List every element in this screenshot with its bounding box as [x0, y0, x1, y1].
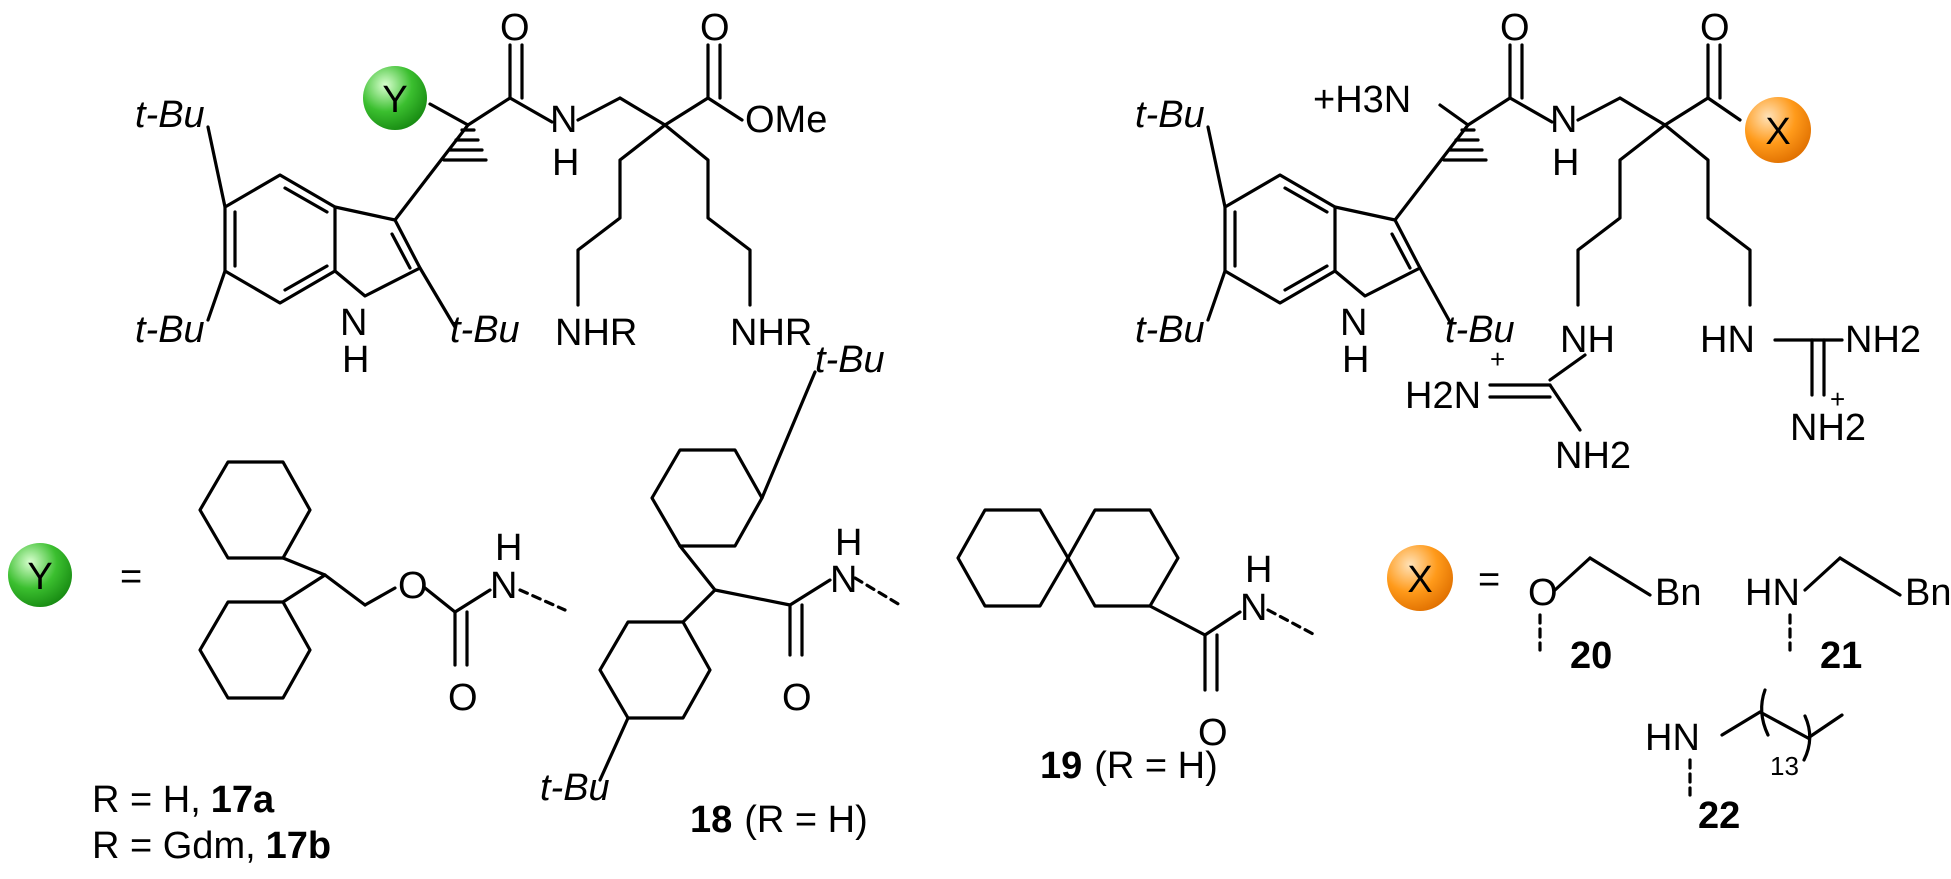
y-ball: [363, 66, 427, 130]
tbu-label: t-Bu: [135, 94, 205, 136]
repeat-count: 13: [1770, 751, 1799, 781]
atom-label: O: [1528, 572, 1558, 614]
compound-label-21: 21: [1820, 635, 1862, 677]
atom-label: N: [830, 559, 857, 601]
stereo-hash: [442, 128, 488, 162]
equals-sign: =: [1478, 559, 1500, 601]
x-legend-label: X: [1407, 559, 1432, 601]
guanidine-label: H2N: [1405, 375, 1481, 417]
compound-label-18: 18(R = H): [690, 799, 868, 841]
atom-label: O: [1700, 7, 1730, 49]
x-ball-label: X: [1765, 111, 1790, 153]
atom-label: N: [490, 565, 517, 607]
benzene-ring: [223, 173, 337, 305]
atom-label: HN: [1745, 572, 1800, 614]
x-substituent-20: [1538, 556, 1652, 652]
tbu-label: t-Bu: [450, 309, 520, 351]
guanidine-label: HN: [1700, 319, 1755, 361]
y-legend-label: Y: [27, 556, 52, 598]
arm-label: NHR: [555, 312, 637, 354]
arm-2: [1663, 123, 1752, 307]
tbu-label: t-Bu: [540, 767, 610, 809]
x-substituent-21: [1788, 556, 1902, 652]
atom-label: HN: [1645, 717, 1700, 759]
atom-label: O: [398, 565, 428, 607]
atom-label: H: [1245, 549, 1272, 591]
atom-label: O: [1500, 7, 1530, 49]
atom-label: H: [552, 142, 579, 184]
tbu-fluorenyl: [598, 370, 902, 782]
y-legend-ball: [8, 543, 72, 607]
arm-label: NHR: [730, 312, 812, 354]
atom-label: H: [835, 522, 862, 564]
atom-label: N: [1340, 302, 1367, 344]
naphthoyl: [956, 508, 1317, 692]
stereo-hash: [1442, 128, 1488, 162]
tbu-label: t-Bu: [815, 339, 885, 381]
pyrrole-ring: [1333, 205, 1422, 298]
benzene-ring: [1223, 173, 1337, 305]
atom-label: N: [1240, 587, 1267, 629]
fmoc-fluorenyl: [198, 460, 567, 700]
structure-20-22-template: [1206, 43, 1844, 432]
charge-label: +: [1830, 384, 1845, 414]
atom-label: H: [1342, 339, 1369, 381]
atom-label: N: [550, 99, 577, 141]
atom-label: H: [342, 339, 369, 381]
y-ball-label: Y: [382, 79, 407, 121]
atom-label: N: [1550, 99, 1577, 141]
charge-label: +: [1490, 344, 1505, 374]
ammonium-label: +H3N: [1313, 79, 1411, 121]
tbu-label: t-Bu: [1135, 309, 1205, 351]
atom-label: O: [700, 7, 730, 49]
atom-label: H: [1552, 142, 1579, 184]
x-substituent-22: [1688, 688, 1844, 797]
benzyl-label: Bn: [1655, 572, 1701, 614]
compound-label-20: 20: [1570, 635, 1612, 677]
equals-sign: =: [120, 556, 142, 598]
compound-label-17b: R = Gdm,17b: [92, 825, 331, 867]
guanidine-nh-label: NH: [1560, 319, 1615, 361]
compound-label-22: 22: [1698, 795, 1740, 837]
x-legend-ball: [1387, 545, 1453, 611]
guanidine-label: NH2: [1790, 407, 1866, 449]
arm-2: [663, 123, 752, 307]
atom-label: O: [448, 677, 478, 719]
atom-label: OMe: [745, 99, 827, 141]
arm-1: [576, 123, 667, 307]
atom-label: H: [495, 527, 522, 569]
guanidine-label: NH2: [1555, 435, 1631, 477]
compound-label-17a: R = H,17a: [92, 779, 275, 821]
atom-label: O: [1198, 712, 1228, 754]
pyrrole-ring: [333, 205, 422, 298]
atom-label: N: [340, 302, 367, 344]
structure-17-template: [206, 43, 752, 329]
guanidine-label: NH2: [1845, 319, 1921, 361]
atom-label: O: [782, 677, 812, 719]
atom-label: O: [500, 7, 530, 49]
tbu-label: t-Bu: [1135, 94, 1205, 136]
x-ball: [1745, 97, 1811, 163]
compound-label-19: 19(R = H): [1040, 745, 1218, 787]
tbu-label: t-Bu: [1445, 309, 1515, 351]
benzyl-label: Bn: [1905, 572, 1951, 614]
tbu-label: t-Bu: [135, 309, 205, 351]
arm-1: [1576, 123, 1667, 307]
